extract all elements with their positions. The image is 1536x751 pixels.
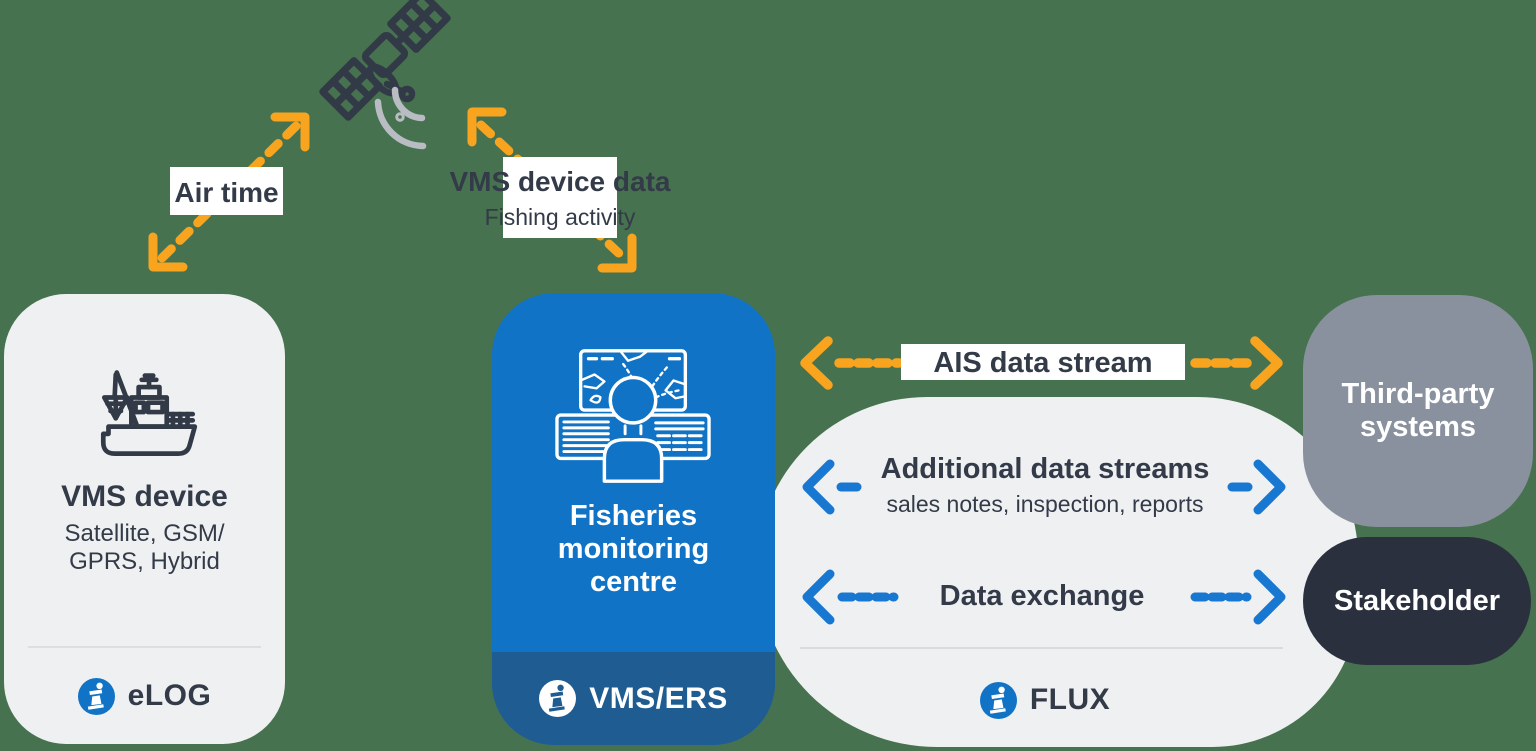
monitoring-operator-icon (555, 349, 711, 483)
elog-badge: eLOG (4, 676, 285, 716)
vms-ers-badge-label: VMS/ERS (589, 681, 728, 715)
fmc-title-line3: centre (589, 566, 678, 598)
air-time-arrow (148, 112, 310, 272)
lighthouse-icon (979, 681, 1017, 719)
fmc-title-line1: Fisheries (569, 500, 698, 532)
vms-device-data-subtitle: Fishing activity (484, 204, 636, 230)
vms-device-data-title: VMS device data (449, 166, 671, 197)
vms-device-subtitle-line1: Satellite, GSM/ (64, 520, 225, 547)
ais-label-box (901, 344, 1185, 380)
lighthouse-icon (77, 677, 115, 715)
stakeholder-label: Stakeholder (1334, 584, 1500, 617)
third-party-systems-label: Third-party systems (1341, 378, 1494, 444)
flux-divider (800, 647, 1283, 649)
data-exchange-label: Data exchange (939, 580, 1145, 612)
ais-arrow (800, 336, 1283, 390)
fmc-title-line2: monitoring (557, 533, 710, 565)
third-party-line2: systems (1359, 411, 1477, 443)
third-party-systems-card: Third-party systems (1303, 295, 1533, 527)
vms-device-data-label-box (503, 157, 617, 238)
air-time-label: Air time (174, 177, 279, 208)
fmc-band: VMS/ERS (492, 652, 775, 745)
ais-label: AIS data stream (933, 347, 1153, 379)
fishing-vessel-icon (100, 370, 198, 456)
vms-device-subtitle-line2: GPRS, Hybrid (69, 548, 220, 575)
vms-device-card: VMS device Satellite, GSM/ GPRS, Hybrid … (4, 294, 285, 744)
additional-title: Additional data streams (880, 453, 1210, 485)
air-time-label-box (170, 167, 283, 215)
additional-data-streams-label: Additional data streams sales notes, ins… (845, 453, 1245, 518)
third-party-line1: Third-party (1341, 378, 1495, 410)
stakeholder-card: Stakeholder (1303, 537, 1531, 665)
lighthouse-icon (539, 680, 577, 717)
fmc-title: Fisheries monitoring centre (492, 500, 775, 599)
vms-device-data-label: VMS device data Fishing activity (420, 166, 700, 231)
additional-subtitle: sales notes, inspection, reports (886, 491, 1204, 517)
vms-device-subtitle: Satellite, GSM/ GPRS, Hybrid (4, 520, 285, 576)
vms-device-title: VMS device (61, 480, 228, 513)
data-exchange-arrow (802, 569, 1286, 625)
fmc-card: Fisheries monitoring centre VMS/ERS (492, 293, 775, 745)
vms-device-divider (28, 646, 261, 648)
additional-data-streams-arrow (802, 459, 1286, 515)
elog-badge-label: eLOG (127, 679, 212, 712)
flux-badge: FLUX (940, 680, 1150, 720)
satellite-icon (319, 0, 451, 150)
flux-badge-label: FLUX (1029, 683, 1111, 716)
